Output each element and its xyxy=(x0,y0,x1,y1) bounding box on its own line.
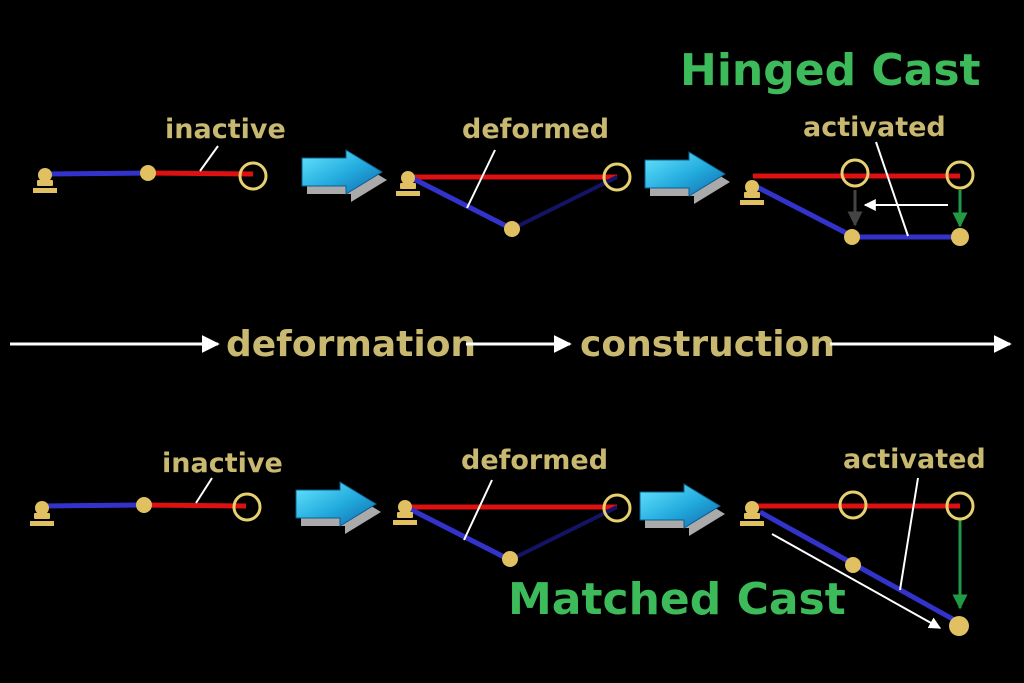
active-segment xyxy=(753,183,854,239)
label-deformed: deformed xyxy=(461,445,608,476)
node xyxy=(949,616,969,636)
matched-cast-title: Matched Cast xyxy=(508,574,846,625)
inactive-segment-deformed xyxy=(509,505,618,562)
label-inactive: inactive xyxy=(165,114,286,145)
top-panel-deformed: deformed xyxy=(396,114,632,237)
hinge-node xyxy=(602,493,632,523)
hinge-node xyxy=(238,161,268,191)
node xyxy=(951,228,969,246)
label-leader xyxy=(875,141,909,237)
label-leader xyxy=(199,145,219,172)
right-arrow-3d-icon xyxy=(295,481,382,535)
hinge-node xyxy=(602,162,632,192)
active-segment xyxy=(41,502,145,509)
top-panel-activated: activated xyxy=(740,112,975,246)
node xyxy=(504,221,520,237)
hinged-cast-title: Hinged Cast xyxy=(680,45,981,96)
inactive-segment-deformed xyxy=(511,175,618,231)
label-inactive: inactive xyxy=(162,448,283,479)
active-segment xyxy=(404,504,512,563)
bottom-panel-activated: activated xyxy=(740,444,986,636)
hinge-node xyxy=(838,490,868,520)
right-arrow-3d-icon xyxy=(644,151,731,205)
hinge-node xyxy=(945,160,975,190)
label-leader xyxy=(899,477,919,591)
bottom-panel-deformed: deformed xyxy=(393,445,632,567)
white-diagonal-arrow xyxy=(771,533,942,629)
top-panel-inactive: inactive xyxy=(33,114,286,193)
timeline: deformation construction xyxy=(10,324,1012,365)
bottom-panel-inactive: inactive xyxy=(30,448,283,526)
node xyxy=(845,557,861,573)
node xyxy=(136,497,152,513)
label-deformed: deformed xyxy=(462,114,609,145)
node xyxy=(140,165,156,181)
timeline-label-construction: construction xyxy=(580,324,835,365)
label-leader xyxy=(463,479,493,541)
pin-support-icon xyxy=(740,180,764,205)
inactive-segment xyxy=(143,502,247,509)
hinge-node xyxy=(840,158,870,188)
active-segment xyxy=(408,174,514,232)
label-activated: activated xyxy=(843,444,986,475)
node xyxy=(502,551,518,567)
right-arrow-3d-icon xyxy=(301,149,388,203)
active-segment xyxy=(44,170,149,177)
label-leader xyxy=(195,477,213,504)
hinge-node xyxy=(945,491,975,521)
hinge-node xyxy=(232,492,262,522)
label-leader xyxy=(466,149,496,209)
timeline-label-deformation: deformation xyxy=(226,324,476,365)
inactive-segment xyxy=(147,170,254,177)
node xyxy=(844,229,860,245)
right-arrow-3d-icon xyxy=(639,483,726,537)
label-activated: activated xyxy=(803,112,946,143)
